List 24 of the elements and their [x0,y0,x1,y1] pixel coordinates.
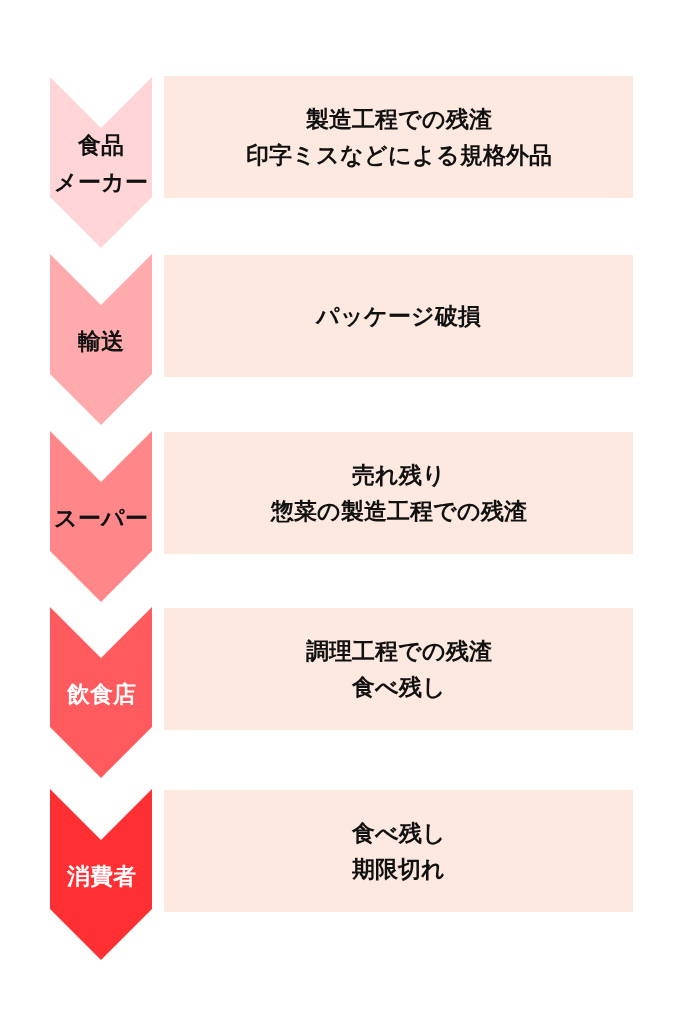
description-text: 食べ残し [351,819,446,848]
description-box [164,255,633,377]
stage-banner [50,77,152,248]
stage-label: 食品メーカー [53,131,149,197]
description-text: 印字ミスなどによる規格外品 [245,141,552,170]
description-text: 調理工程での残渣 [305,637,492,666]
description-box [164,432,633,554]
stage-banner [50,789,152,960]
stage-label: スーパー [54,503,148,533]
description-text: 食べ残し [351,673,446,702]
description-box [164,76,633,198]
stage-banner [50,254,152,425]
description-text: 売れ残り [351,461,446,490]
description-text: パッケージ破損 [316,302,481,331]
stage-banner [50,607,152,778]
stage-label: 輸送 [78,326,124,356]
description-text: 期限切れ [352,855,445,884]
description-box [164,608,633,730]
description-box [164,790,633,912]
stage-label: 飲食店 [66,679,136,709]
stage-label: 消費者 [66,861,136,891]
stage-banner [50,431,152,602]
description-text: 惣菜の製造工程での残渣 [270,497,527,526]
description-text: 製造工程での残渣 [305,105,492,134]
